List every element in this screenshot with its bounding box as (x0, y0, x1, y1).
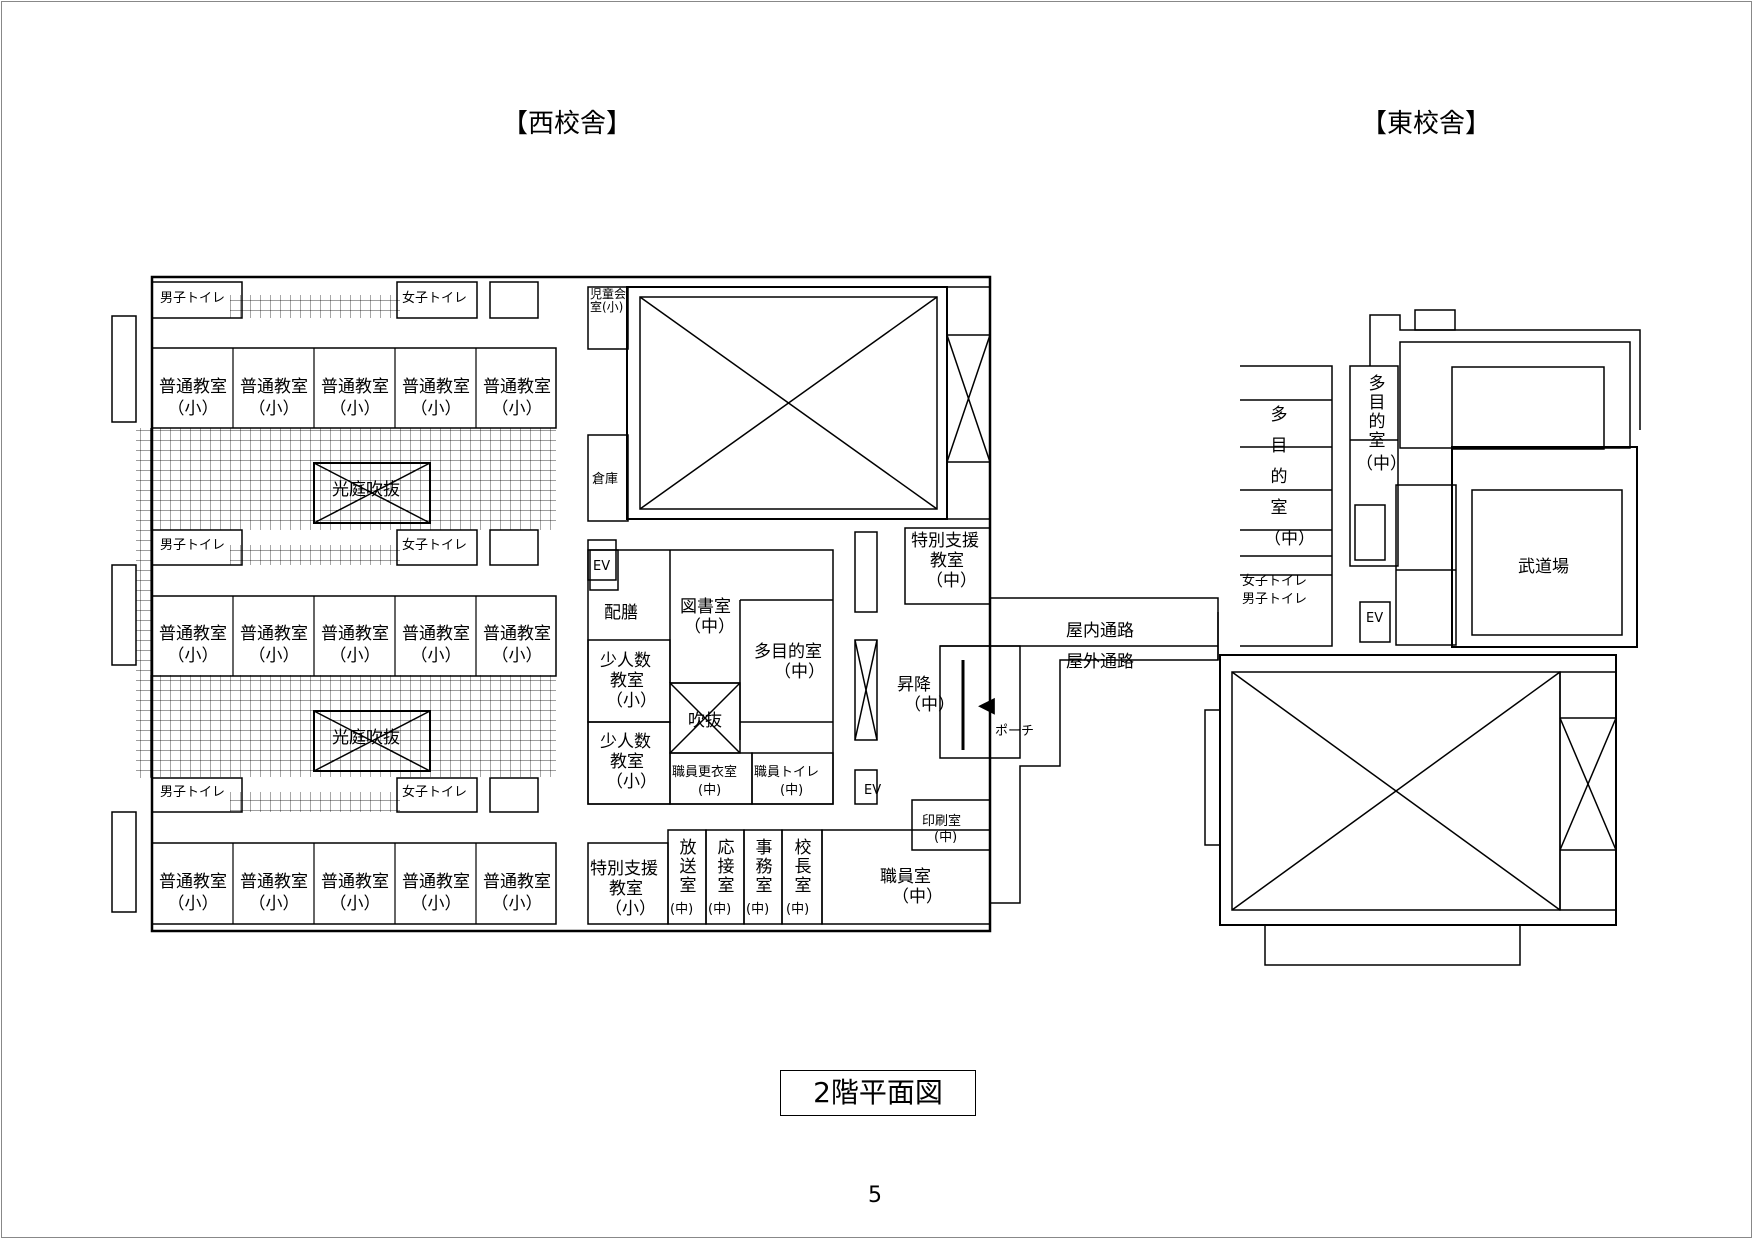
elevator-label: EV (864, 783, 882, 798)
classroom: 普通教室 (321, 377, 389, 397)
classroom: 普通教室 (483, 624, 551, 644)
staff-changing-room-size: (中) (698, 783, 722, 798)
classroom-size: （小） (410, 646, 462, 666)
courtyard-void-label: 光庭吹抜 (332, 728, 400, 748)
outdoor-corridor-label: 屋外通路 (1066, 652, 1134, 672)
student-council-room-label: 児童会室(小) (590, 287, 627, 314)
classroom-size: （小） (248, 399, 300, 419)
office-room-label: 事務室 (751, 838, 772, 895)
classroom-size: （小） (329, 894, 381, 914)
small-group-room-label-2: 教室 (610, 671, 644, 691)
indoor-corridor-label: 屋内通路 (1066, 621, 1134, 641)
classroom-size: （小） (491, 399, 543, 419)
classroom: 普通教室 (159, 624, 227, 644)
multipurpose-room-label: 多目的室 (754, 642, 822, 662)
classroom-size: （小） (248, 894, 300, 914)
toilet-boys-label: 男子トイレ (160, 538, 226, 553)
special-support-room-label: 特別支援 (590, 859, 658, 879)
classroom: 普通教室 (402, 377, 470, 397)
printing-room-label: 印刷室 (922, 814, 962, 829)
classroom: 普通教室 (159, 377, 227, 397)
classroom-size: （小） (167, 894, 219, 914)
small-group-room-label: 少人数 (600, 651, 651, 671)
office-room-size: (中) (746, 902, 770, 917)
east-building-heading: 【東校舎】 (1361, 109, 1492, 139)
classroom-size: （小） (329, 399, 381, 419)
east-multipurpose-room-2-size: （中） (1356, 454, 1407, 474)
printing-room-size: (中) (934, 830, 958, 845)
broadcast-room-size: (中) (670, 902, 694, 917)
toilet-girls-label: 女子トイレ (402, 538, 468, 553)
classroom: 普通教室 (240, 872, 308, 892)
multipurpose-room-size: （中） (774, 662, 825, 682)
west-building-heading: 【西校舎】 (502, 109, 633, 139)
atrium-void-label: 吹抜 (688, 711, 722, 731)
special-support-room-label: 特別支援 (911, 531, 979, 551)
floor-plan-title: 2階平面図 (780, 1070, 976, 1116)
classroom-size: （小） (167, 399, 219, 419)
principal-room-size: (中) (786, 902, 810, 917)
special-support-room-label-2: 教室 (930, 551, 964, 571)
entrance-lift-label: 昇降 (897, 675, 931, 695)
entrance-arrow-icon: ◀ (978, 693, 995, 718)
classroom: 普通教室 (159, 872, 227, 892)
classroom: 普通教室 (240, 377, 308, 397)
staff-room-label: 職員室 (880, 867, 931, 887)
classroom: 普通教室 (321, 872, 389, 892)
small-group-room-label-2: 教室 (610, 752, 644, 772)
special-support-room-size: （中） (926, 571, 977, 591)
classroom: 普通教室 (483, 872, 551, 892)
east-elevator-label: EV (1366, 611, 1384, 626)
library-size: （中） (684, 617, 735, 637)
principal-room-label: 校長室 (790, 838, 811, 895)
staff-toilet-label: 職員トイレ (754, 765, 820, 780)
small-group-room-size: （小） (606, 772, 657, 792)
classroom-size: （小） (491, 646, 543, 666)
classroom-size: （小） (167, 646, 219, 666)
small-group-room-label: 少人数 (600, 732, 651, 752)
staff-toilet-size: (中) (780, 783, 804, 798)
toilet-girls-label: 女子トイレ (402, 785, 468, 800)
classroom-size: （小） (329, 646, 381, 666)
page-number: 5 (868, 1183, 882, 1208)
classroom: 普通教室 (321, 624, 389, 644)
special-support-room-size: （小） (605, 899, 656, 919)
east-multipurpose-room-label: 多目的室 (1266, 405, 1287, 529)
martial-arts-hall-label: 武道場 (1518, 557, 1569, 577)
classroom-size: （小） (491, 894, 543, 914)
classroom: 普通教室 (483, 377, 551, 397)
classroom: 普通教室 (240, 624, 308, 644)
special-support-room-label-2: 教室 (609, 879, 643, 899)
entrance-lift-size: （中） (904, 695, 955, 715)
east-toilet-boys-label: 男子トイレ (1242, 592, 1308, 607)
elevator-label: EV (593, 559, 611, 574)
classroom: 普通教室 (402, 872, 470, 892)
east-multipurpose-room-2-label: 多目的室 (1364, 374, 1385, 450)
classroom-size: （小） (410, 399, 462, 419)
library-label: 図書室 (680, 597, 731, 617)
small-group-room-size: （小） (606, 691, 657, 711)
porch-label: ポーチ (995, 724, 1035, 739)
classroom-size: （小） (248, 646, 300, 666)
west-building-outline (150, 275, 992, 933)
staff-room-size: （中） (892, 887, 943, 907)
toilet-girls-label: 女子トイレ (402, 291, 468, 306)
east-toilet-girls-label: 女子トイレ (1242, 574, 1308, 589)
courtyard-void-label: 光庭吹抜 (332, 480, 400, 500)
classroom: 普通教室 (402, 624, 470, 644)
toilet-boys-label: 男子トイレ (160, 785, 226, 800)
classroom-size: （小） (410, 894, 462, 914)
toilet-boys-label: 男子トイレ (160, 291, 226, 306)
reception-room-size: (中) (708, 902, 732, 917)
east-multipurpose-room-size: （中） (1264, 529, 1315, 549)
serving-room-label: 配膳 (604, 603, 638, 623)
storage-label: 倉庫 (592, 472, 619, 487)
staff-changing-room-label: 職員更衣室 (672, 765, 738, 780)
reception-room-label: 応接室 (713, 838, 734, 895)
broadcast-room-label: 放送室 (675, 838, 696, 895)
